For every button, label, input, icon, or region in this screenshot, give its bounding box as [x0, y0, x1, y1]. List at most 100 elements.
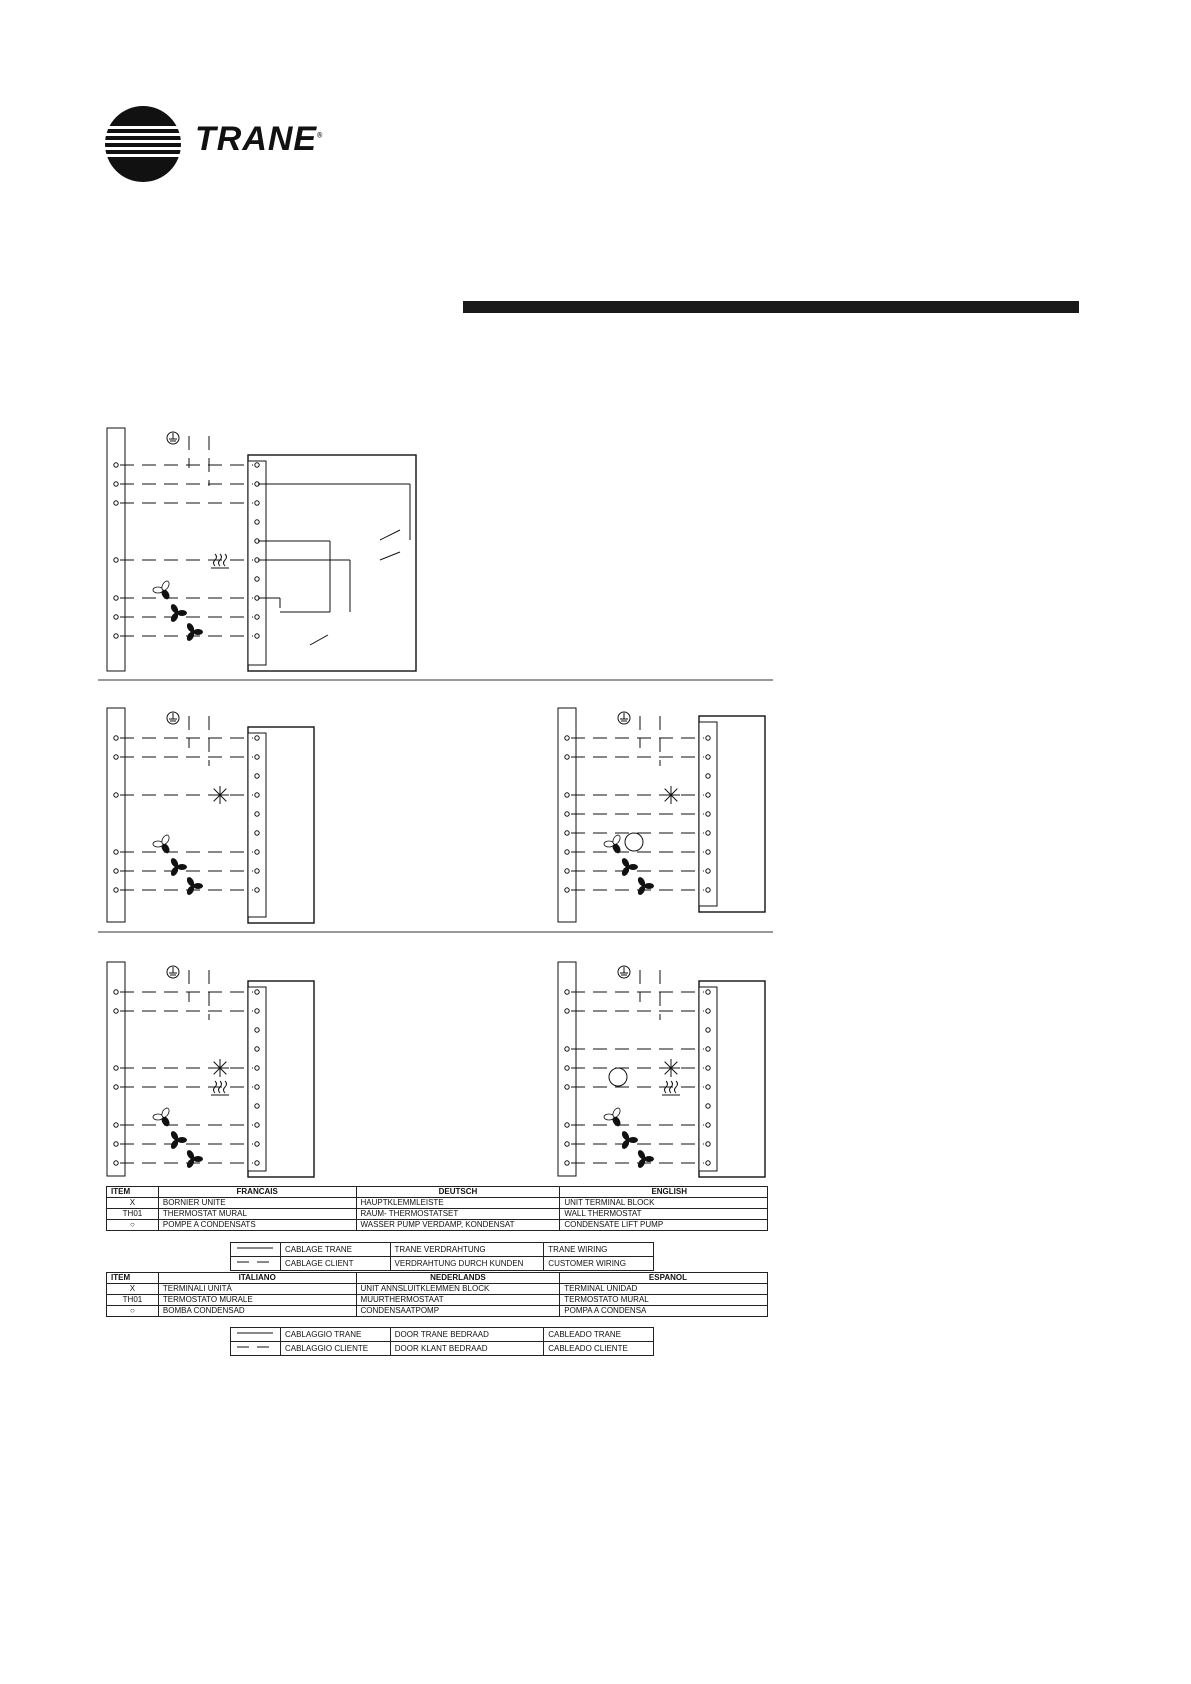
wiring-legend-1: CABLAGE TRANE TRANE VERDRAHTUNG TRANE WI…	[230, 1242, 654, 1271]
terminal	[705, 830, 711, 836]
terminal	[564, 1046, 570, 1052]
switch-contact	[309, 634, 329, 646]
terminal	[254, 1084, 260, 1090]
legend-row: CABLAGE TRANE TRANE VERDRAHTUNG TRANE WI…	[230, 1242, 654, 1257]
terminal	[564, 1008, 570, 1014]
switch-contact	[379, 551, 401, 561]
fan-blade	[170, 1139, 179, 1149]
heat-wave	[674, 1080, 678, 1094]
fan-blade	[170, 604, 179, 614]
fan-blade	[170, 1131, 179, 1141]
terminal	[705, 1122, 711, 1128]
terminal	[705, 1141, 711, 1147]
wiring-diagram-1	[106, 427, 417, 672]
fan-blade	[177, 1137, 187, 1143]
terminal	[705, 1008, 711, 1014]
terminal	[564, 811, 570, 817]
wiring-diagram-2	[106, 707, 315, 924]
fan-blade	[186, 1150, 195, 1160]
fan-blade	[161, 834, 170, 845]
terminal	[564, 1141, 570, 1147]
ground-icon	[166, 711, 180, 725]
terminal	[254, 735, 260, 741]
terminal	[113, 868, 119, 874]
wiring-diagram-4	[106, 961, 315, 1178]
fan-blade	[637, 1158, 646, 1168]
terminal	[113, 500, 119, 506]
terminal	[564, 735, 570, 741]
terminal	[564, 754, 570, 760]
ground-icon	[166, 431, 180, 445]
header-bar	[463, 301, 1079, 313]
terminal	[705, 773, 711, 779]
terminal	[564, 989, 570, 995]
terminal	[564, 792, 570, 798]
terminal	[564, 1122, 570, 1128]
terminal	[564, 1065, 570, 1071]
fan-blade	[628, 1137, 638, 1143]
fan-blade	[621, 858, 630, 868]
fan-blade	[193, 629, 203, 635]
heat-wave	[213, 553, 217, 567]
terminal	[705, 754, 711, 760]
fan-icon	[170, 1131, 187, 1149]
fan-blade	[612, 834, 621, 845]
terminal-block	[247, 454, 417, 672]
heat-wave	[218, 553, 222, 567]
legend-table-2: ITEM ITALIANO NEDERLANDS ESPANOL X TERMI…	[106, 1272, 768, 1317]
fan-icon	[637, 877, 654, 895]
fan-blade	[186, 885, 195, 895]
dashed-line-sample	[230, 1256, 281, 1271]
fan-blade	[177, 864, 187, 870]
wiring-legend-2: CABLAGGIO TRANE DOOR TRANE BEDRAAD CABLE…	[230, 1327, 654, 1356]
terminal	[113, 481, 119, 487]
table-row: X TERMINALI UNITÀ UNIT ANNSLUITKLEMMEN B…	[106, 1283, 768, 1295]
legend-row: CABLAGGIO CLIENTE DOOR KLANT BEDRAAD CAB…	[230, 1341, 654, 1356]
fan-blade	[186, 623, 195, 633]
terminal	[705, 1084, 711, 1090]
terminal	[113, 887, 119, 893]
snowflake-icon	[662, 1059, 680, 1077]
terminal	[254, 1141, 260, 1147]
terminal	[113, 849, 119, 855]
fan-blade	[186, 877, 195, 887]
fan-icon	[621, 858, 638, 876]
terminal	[705, 849, 711, 855]
heater-icon	[662, 1080, 680, 1096]
fan-blade	[621, 866, 630, 876]
table-row: X BORNIER UNITE HAUPTKLEMMLEISTE UNIT TE…	[106, 1197, 768, 1209]
terminal	[254, 1065, 260, 1071]
table-header-row: ITEM ITALIANO NEDERLANDS ESPANOL	[106, 1272, 768, 1284]
fan-blade	[621, 1139, 630, 1149]
terminal	[254, 989, 260, 995]
terminal	[705, 868, 711, 874]
fan-blade	[193, 1156, 203, 1162]
terminal-strip	[247, 460, 267, 666]
terminal	[113, 557, 119, 563]
terminal	[113, 595, 119, 601]
heat-wave	[669, 1080, 673, 1094]
legend-row: CABLAGGIO TRANE DOOR TRANE BEDRAAD CABLE…	[230, 1327, 654, 1342]
dashed-line-sample	[230, 1341, 281, 1356]
trane-logo-icon	[104, 106, 184, 182]
terminal	[254, 1122, 260, 1128]
table-row: TH01 TERMOSTATO MURALE MUURTHERMOSTAAT T…	[106, 1294, 768, 1306]
fan-blade	[170, 612, 179, 622]
terminal	[705, 1103, 711, 1109]
terminal	[113, 1084, 119, 1090]
table-row: ○ BOMBA CONDENSAD CONDENSAATPOMP POMPA A…	[106, 1305, 768, 1317]
ground-icon	[166, 965, 180, 979]
legend-row: CABLAGE CLIENT VERDRAHTUNG DURCH KUNDEN …	[230, 1256, 654, 1271]
terminal	[113, 1008, 119, 1014]
fan-icon	[186, 877, 203, 895]
terminal	[254, 887, 260, 893]
terminal	[705, 735, 711, 741]
heat-wave	[223, 1080, 227, 1094]
terminal	[705, 811, 711, 817]
terminal	[705, 1160, 711, 1166]
terminal	[254, 830, 260, 836]
terminal	[113, 462, 119, 468]
terminal	[254, 1103, 260, 1109]
terminal	[113, 1122, 119, 1128]
